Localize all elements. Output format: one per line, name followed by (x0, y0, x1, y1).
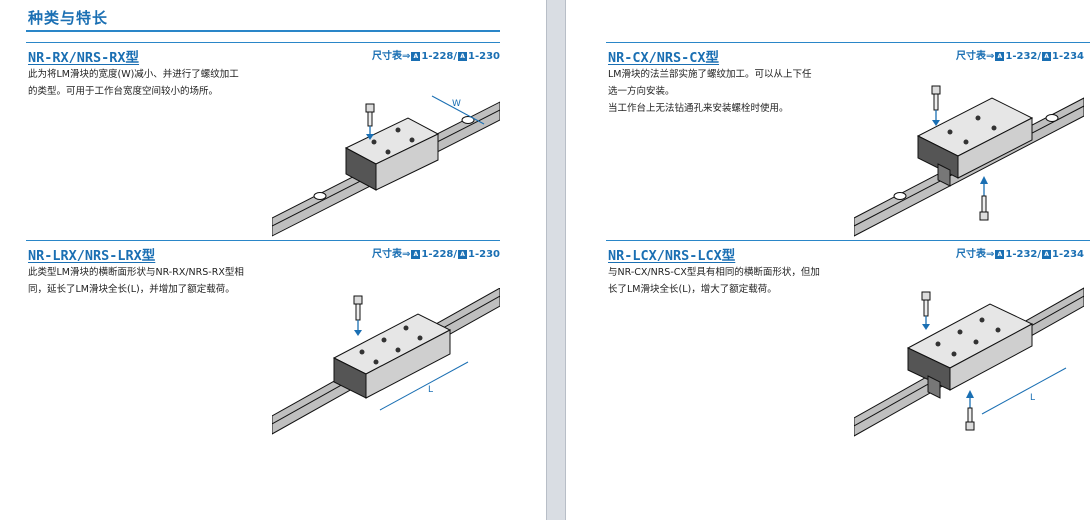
section-rule (26, 42, 500, 43)
dimension-label: L (428, 385, 433, 395)
arrow-up-icon (980, 176, 988, 184)
lm-guide-illustration: L (272, 288, 500, 435)
book-icon: A (458, 249, 468, 259)
description-line: 此为将LM滑块的宽度(W)减小、并进行了螺纹加工 (28, 69, 239, 80)
bolt-icon (931, 85, 941, 95)
section-rule (606, 42, 1090, 43)
dimension-label: L (1030, 393, 1035, 403)
ref-prefix: 尺寸表⇒ (371, 249, 411, 260)
book-icon: A (995, 249, 1005, 259)
description-line: LM滑块的法兰部实施了螺纹加工。可以从上下任 (608, 69, 812, 80)
section-description: 与NR-CX/NRS-CX型具有相同的横断面形状，但加 长了LM滑块全长(L)，… (608, 264, 848, 298)
bolt-icon (365, 103, 375, 113)
section-title-nr-lrx: NR-LRX/NRS-LRX型 (28, 248, 156, 264)
section-title-nr-rx: NR-RX/NRS-RX型 (28, 50, 140, 66)
lm-guide-illustration (854, 85, 1084, 237)
description-line: 与NR-CX/NRS-CX型具有相同的横断面形状，但加 (608, 267, 820, 278)
block-side (949, 323, 1033, 391)
description-line: 此类型LM滑块的横断面形状与NR-RX/NRS-RX型相 (28, 267, 244, 278)
description-line: 选一方向安装。 (608, 86, 675, 97)
bolt-icon (979, 211, 989, 221)
ref-page-a: 1-232/ (1005, 249, 1042, 260)
description-line: 当工作台上无法钻通孔来安装螺栓时使用。 (608, 103, 789, 114)
title-rule (26, 30, 500, 32)
arrow-down-icon (366, 134, 374, 140)
rail-bolt-hole (893, 192, 907, 200)
arrow-down-icon (354, 330, 362, 336)
page-title: 种类与特长 (28, 9, 109, 27)
dimension-label: W (452, 99, 461, 109)
bolt-icon (353, 295, 363, 305)
book-icon: A (458, 51, 468, 61)
ref-prefix: 尺寸表⇒ (955, 51, 995, 62)
section-description: 此类型LM滑块的横断面形状与NR-RX/NRS-RX型相 同，延长了LM滑块全长… (28, 264, 268, 298)
section-rule (26, 240, 500, 241)
ref-page-b: 1-234 (1052, 51, 1084, 62)
bolt-icon (965, 421, 975, 431)
arrow-up-icon (966, 390, 974, 398)
bolt-icon (921, 291, 931, 301)
ref-page-a: 1-232/ (1005, 51, 1042, 62)
ref-page-b: 1-234 (1052, 249, 1084, 260)
ref-prefix: 尺寸表⇒ (371, 51, 411, 62)
lm-guide-illustration: L (854, 287, 1084, 437)
description-line: 长了LM滑块全长(L)，增大了额定载荷。 (608, 284, 777, 295)
ref-page-b: 1-230 (468, 51, 500, 62)
block-side (957, 117, 1033, 179)
ref-page-b: 1-230 (468, 249, 500, 260)
rail-bolt-hole (313, 192, 327, 200)
description-line: 的类型。可用于工作台宽度空间较小的场所。 (28, 86, 219, 97)
ref-prefix: 尺寸表⇒ (955, 249, 995, 260)
book-icon: A (1042, 249, 1052, 259)
page-gutter (546, 0, 566, 520)
section-title-nr-cx: NR-CX/NRS-CX型 (608, 50, 720, 66)
book-icon: A (411, 249, 421, 259)
section-description: LM滑块的法兰部实施了螺纹加工。可以从上下任 选一方向安装。 当工作台上无法钻通… (608, 66, 848, 117)
ref-page-a: 1-228/ (421, 249, 458, 260)
arrow-down-icon (932, 120, 940, 126)
section-title-nr-lcx: NR-LCX/NRS-LCX型 (608, 248, 736, 264)
book-icon: A (995, 51, 1005, 61)
section-rule (606, 240, 1090, 241)
arrow-down-icon (922, 324, 930, 330)
book-icon: A (1042, 51, 1052, 61)
description-line: 同，延长了LM滑块全长(L)，并增加了额定载荷。 (28, 284, 235, 295)
book-icon: A (411, 51, 421, 61)
block-side (365, 329, 451, 399)
rail-bolt-hole (461, 116, 475, 124)
rail-bolt-hole (1045, 114, 1059, 122)
ref-page-a: 1-228/ (421, 51, 458, 62)
block-side (375, 133, 439, 191)
section-description: 此为将LM滑块的宽度(W)减小、并进行了螺纹加工 的类型。可用于工作台宽度空间较… (28, 66, 268, 100)
lm-guide-illustration: W (272, 95, 500, 237)
